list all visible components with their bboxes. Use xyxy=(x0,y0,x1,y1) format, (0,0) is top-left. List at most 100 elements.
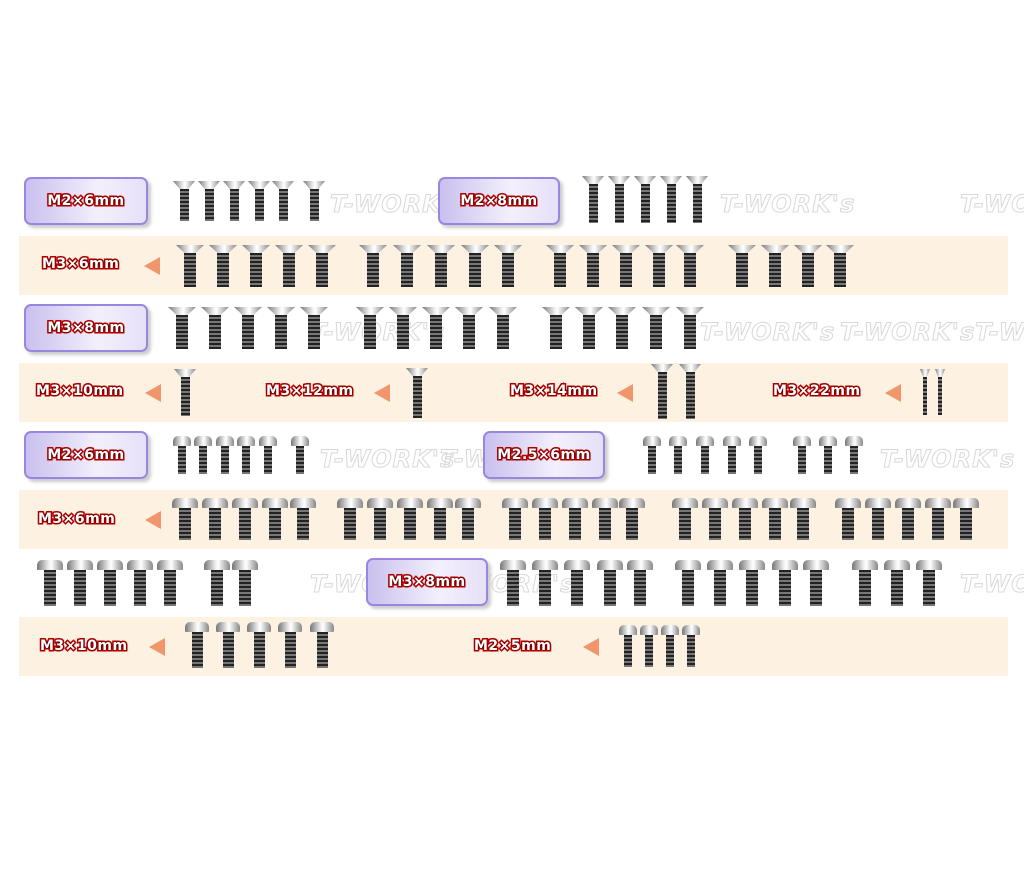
screw xyxy=(953,498,979,540)
size-label: M2×5mm xyxy=(472,637,552,656)
screw xyxy=(275,245,303,287)
size-label-box: M2×8mm xyxy=(438,177,560,225)
screw xyxy=(500,560,526,606)
screw xyxy=(157,560,183,606)
screw xyxy=(204,560,230,606)
screw xyxy=(645,245,673,287)
screw xyxy=(359,245,387,287)
screw xyxy=(794,245,822,287)
size-label: M3×14mm xyxy=(509,382,599,401)
screw xyxy=(172,498,198,540)
screw xyxy=(532,560,558,606)
screw xyxy=(406,368,428,418)
screw xyxy=(291,436,309,474)
screw xyxy=(676,307,704,349)
screw xyxy=(532,498,558,540)
size-label: M3×10mm xyxy=(39,637,129,656)
size-label-box: M2.5×6mm xyxy=(483,431,605,479)
arrow-left-icon xyxy=(583,638,599,656)
screw xyxy=(634,176,656,223)
screw xyxy=(579,245,607,287)
screw xyxy=(772,560,798,606)
watermark-text: T-WORK's xyxy=(959,570,1024,599)
screw xyxy=(262,498,288,540)
screw xyxy=(308,245,336,287)
watermark-text: T-WORK's xyxy=(879,445,1016,474)
screw xyxy=(686,176,708,223)
screw xyxy=(723,436,741,474)
screw xyxy=(925,498,951,540)
screw xyxy=(310,622,334,668)
screw xyxy=(679,364,701,419)
screw xyxy=(194,436,212,474)
screw xyxy=(267,307,295,349)
screw xyxy=(427,245,455,287)
screw xyxy=(728,245,756,287)
screw xyxy=(562,498,588,540)
screw xyxy=(216,436,234,474)
screw xyxy=(367,498,393,540)
size-label-box: M3×8mm xyxy=(24,304,148,352)
arrow-left-icon xyxy=(885,384,901,402)
screw xyxy=(762,498,788,540)
screw xyxy=(651,364,673,419)
size-label: M3×22mm xyxy=(772,382,862,401)
screw xyxy=(272,181,294,221)
screw xyxy=(845,436,863,474)
screw xyxy=(865,498,891,540)
screw xyxy=(627,560,653,606)
size-label: M3×6mm xyxy=(36,510,116,529)
screw xyxy=(761,245,789,287)
screw xyxy=(675,560,701,606)
screw xyxy=(619,625,637,667)
screw xyxy=(916,560,942,606)
screw xyxy=(455,498,481,540)
screw xyxy=(494,245,522,287)
screw xyxy=(242,245,270,287)
screw xyxy=(397,498,423,540)
screw xyxy=(356,307,384,349)
screw xyxy=(216,622,240,668)
screw xyxy=(696,436,714,474)
watermark-text: T-WORK's xyxy=(974,318,1024,347)
screw xyxy=(542,307,570,349)
arrow-left-icon xyxy=(149,638,165,656)
watermark-text: T-WORK's xyxy=(699,318,836,347)
screw xyxy=(582,176,604,223)
size-label: M2.5×6mm xyxy=(496,446,592,465)
size-label: M3×10mm xyxy=(35,382,125,401)
watermark-text: T-WORK's xyxy=(309,318,446,347)
screw xyxy=(337,498,363,540)
screw xyxy=(248,181,270,221)
screw xyxy=(97,560,123,606)
screw xyxy=(234,307,262,349)
screw xyxy=(127,560,153,606)
screw xyxy=(237,436,255,474)
screw xyxy=(619,498,645,540)
size-label: M2×8mm xyxy=(459,192,539,211)
screw xyxy=(67,560,93,606)
screw xyxy=(676,245,704,287)
screw xyxy=(202,498,228,540)
screw xyxy=(826,245,854,287)
screw xyxy=(612,245,640,287)
size-label: M2×6mm xyxy=(46,192,126,211)
screw xyxy=(37,560,63,606)
screw xyxy=(393,245,421,287)
screw xyxy=(661,625,679,667)
screw xyxy=(198,181,220,221)
screw xyxy=(427,498,453,540)
screw xyxy=(702,498,728,540)
watermark-text: T-WORK's xyxy=(839,318,976,347)
size-label-box: M2×6mm xyxy=(24,177,148,225)
screw xyxy=(884,560,910,606)
screw xyxy=(247,622,271,668)
screw xyxy=(672,498,698,540)
screw xyxy=(895,498,921,540)
screw xyxy=(455,307,483,349)
screw xyxy=(185,622,209,668)
screw xyxy=(290,498,316,540)
screw xyxy=(502,498,528,540)
size-label: M3×8mm xyxy=(387,573,467,592)
screw xyxy=(608,307,636,349)
